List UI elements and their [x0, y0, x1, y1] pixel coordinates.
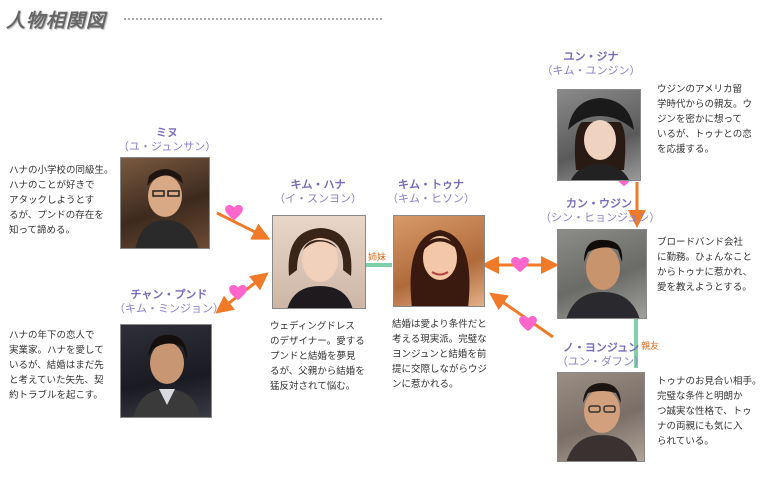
person-name-pundo: チャン・プンド （キム・ミンジョン） — [114, 288, 224, 316]
person-name-tuna: キム・トゥナ （キム・ヒソン） — [375, 178, 487, 206]
photo-pundo — [120, 324, 212, 418]
character-name: カン・ウジン — [566, 197, 632, 210]
person-name-minu: ミヌ （ユ・ジュンサン） — [118, 126, 216, 154]
actor-name: （シン・ヒョンジュン） — [540, 211, 658, 225]
photo-tuna — [393, 215, 485, 307]
character-name: キム・トゥナ — [398, 178, 464, 191]
description-tuna: 結婚は愛より条件だと 考える現実派。完璧な ヨンジュンと結婚を前 提に交際しなが… — [392, 317, 504, 392]
photo-ujin — [557, 229, 647, 319]
character-name: ノ・ヨンジュン — [563, 341, 639, 354]
actor-name: （キム・ヒソン） — [375, 192, 487, 206]
photo-jina — [557, 89, 641, 181]
actor-name: （ユン・ダフン） — [546, 355, 656, 369]
character-name: ミヌ — [156, 126, 178, 139]
person-name-yonjun: ノ・ヨンジュン （ユン・ダフン） — [546, 341, 656, 369]
description-jina: ウジンのアメリカ留 学時代からの親友。ウ ジンを密かに想って いるが、トゥナとの… — [657, 82, 762, 157]
character-name: チャン・プンド — [131, 288, 208, 301]
heart-icon — [229, 285, 247, 300]
photo-hana — [272, 215, 366, 309]
person-name-ujin: カン・ウジン （シン・ヒョンジュン） — [540, 197, 658, 225]
character-name: ユン・ジナ — [564, 50, 619, 63]
actor-name: （ユ・ジュンサン） — [118, 140, 216, 154]
description-hana: ウェディングドレス のデザイナー。愛する プンドと結婚を夢見 るが、父親から結婚… — [270, 319, 382, 394]
description-pundo: ハナの年下の恋人で 実業家。ハナを愛して いるが、結婚はまだ先 と考えていた矢先… — [9, 328, 121, 403]
photo-yonjun — [557, 372, 645, 462]
actor-name: （キム・ユンジン） — [536, 64, 646, 78]
description-minu: ハナの小学校の同級生。 ハナのことが好きで アタックしようとす るが、プンドの存… — [9, 163, 121, 238]
photo-minu — [120, 157, 210, 249]
relation-label-sisters: 姉妹 — [368, 250, 386, 263]
person-name-hana: キム・ハナ （イ・スンヨン） — [263, 178, 373, 206]
actor-name: （イ・スンヨン） — [263, 192, 373, 206]
character-name: キム・ハナ — [291, 178, 346, 191]
person-name-jina: ユン・ジナ （キム・ユンジン） — [536, 50, 646, 78]
actor-name: （キム・ミンジョン） — [114, 302, 224, 316]
arrow-minu-hana — [217, 213, 265, 237]
heart-icon — [511, 257, 529, 272]
description-yonjun: トゥナのお見合い相手。 完璧な条件と明朗か つ誠実な性格で、トゥ ナの両親にも気… — [657, 374, 762, 449]
description-ujin: ブロードバンド会社 に勤務。ひょんなこと からトゥナに惹かれ、 愛を教えようとす… — [657, 235, 762, 295]
